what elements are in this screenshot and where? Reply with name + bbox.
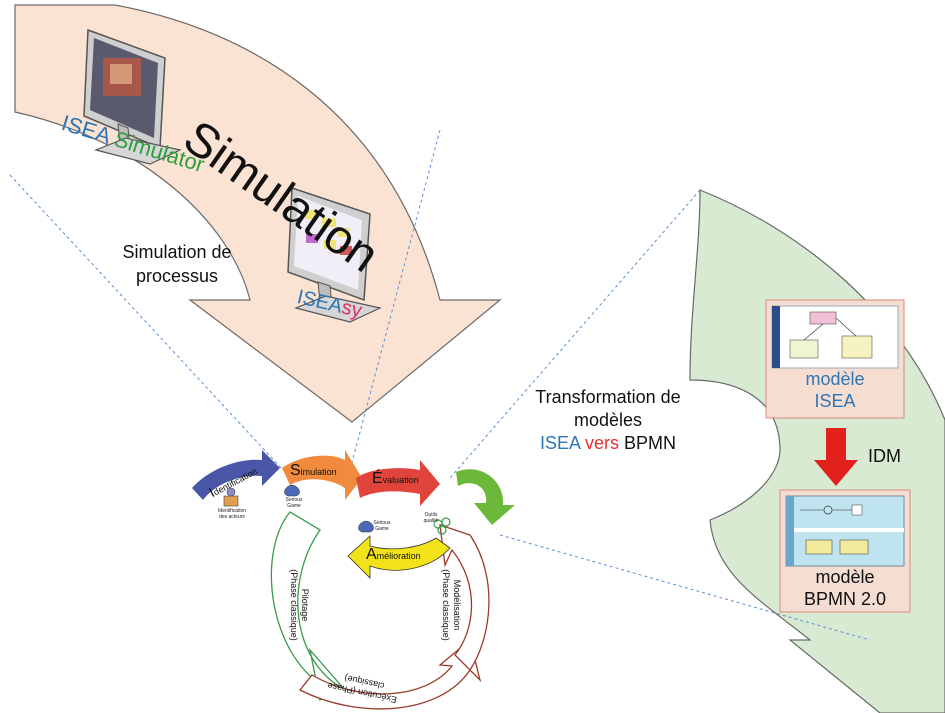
isea-model-line1: modèle (805, 369, 865, 389)
idm-arrow (814, 428, 858, 486)
modelisation-line1: Modélisation (452, 579, 462, 631)
modelisation-loop-arrow (439, 524, 490, 672)
transformation-line1: Transformation de (535, 387, 681, 407)
amelioration-rest: mélioration (376, 551, 421, 561)
isea-model-panel (765, 299, 905, 419)
process-simulation-label: Simulation de processus (102, 240, 252, 288)
connector-line (9, 174, 284, 471)
serious-games-1-line2: Game (287, 503, 301, 509)
simulation-arrow (282, 450, 362, 500)
modelisation-label: Modélisation (Phase classique) (440, 560, 462, 650)
simulation-rest: imulation (300, 467, 337, 477)
simulation-arrow-label: Simulation (290, 462, 337, 480)
serious-game-icon (358, 520, 374, 533)
bpmn-model-label: modèle BPMN 2.0 (780, 566, 910, 610)
amelioration-arrow-label: Amélioration (366, 546, 421, 564)
connector-line (499, 534, 871, 641)
identification-caption-line1: Identification (217, 508, 247, 514)
transformation-line3: ISEA vers BPMN (513, 432, 703, 455)
isea-model-label: modèle ISEA (780, 368, 890, 412)
iseasy-monitor (287, 186, 382, 323)
quality-tools-line1: Outils (424, 512, 438, 518)
transformation-line2: modèles (573, 410, 643, 430)
transformation-label: Transformation de modèles ISEA vers BPMN (513, 386, 703, 455)
serious-game-icon (284, 484, 300, 497)
evaluation-rest: valuation (382, 475, 419, 485)
identification-caption: Identification des acteurs (210, 508, 254, 520)
bpmn-model-panel (779, 489, 911, 613)
serious-games-caption-1: Serious Game (282, 497, 306, 509)
modelisation-line2: (Phase classique) (441, 569, 451, 641)
identification-caption-line2: des acteurs (219, 514, 245, 520)
transformation-vers: vers (585, 433, 620, 453)
transformation-bpmn: BPMN (624, 433, 677, 453)
transformation-isea: ISEA (539, 433, 580, 453)
quality-tools-caption: Outils qualité (420, 512, 442, 524)
idm-label: IDM (868, 446, 901, 466)
evaluation-arrow (356, 460, 440, 506)
serious-games-1-line1: Serious (285, 497, 303, 503)
isea-model-line2: ISEA (814, 391, 856, 411)
amelioration-arrow (347, 535, 451, 579)
bpmn-model-line1: modèle (815, 567, 875, 587)
process-label-line2: processus (135, 266, 219, 286)
connector-line (349, 129, 441, 471)
serious-games-2-line1: Serious (373, 520, 391, 526)
serious-games-caption-2: Serious Game (370, 520, 394, 532)
pilotage-line2: (Phase classique) (289, 569, 299, 641)
quality-tools-icon (433, 517, 451, 535)
quality-tools-line2: qualité (423, 518, 439, 524)
evaluation-arrow-label: Évaluation (372, 470, 419, 488)
model-band-shape (689, 189, 945, 713)
pilotage-line1: Pilotage (300, 588, 310, 622)
process-label-line1: Simulation de (122, 242, 232, 262)
simulation-initial: S (290, 462, 301, 479)
bpmn-model-line2: BPMN 2.0 (803, 589, 887, 609)
isea-simulator-monitor (83, 28, 182, 165)
pilotage-loop-arrow (270, 511, 346, 702)
pilotage-label: Pilotage (Phase classique) (288, 560, 310, 650)
identification-actors-icon (223, 487, 239, 507)
amelioration-initial: A (366, 546, 377, 563)
evaluation-initial: É (372, 470, 383, 487)
return-arrow (456, 469, 515, 525)
identification-arrow (192, 450, 280, 500)
serious-games-2-line2: Game (375, 526, 389, 532)
